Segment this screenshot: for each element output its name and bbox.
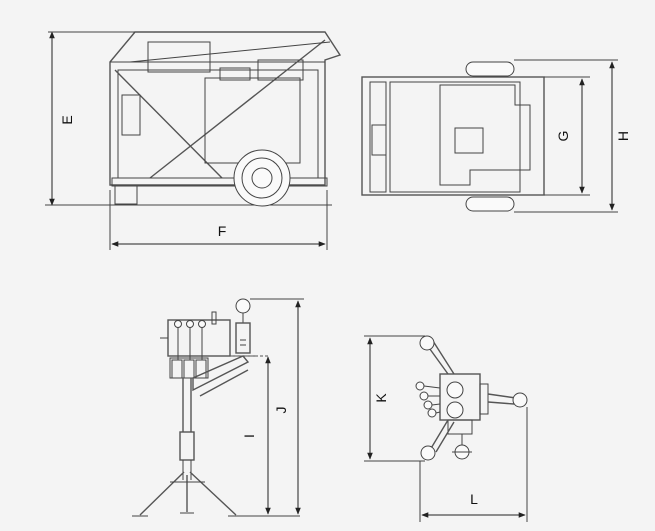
label-e: E (59, 115, 75, 124)
stand-side-view (132, 298, 270, 517)
dimension-i: I (241, 356, 300, 517)
dimension-k: K (364, 335, 425, 462)
top-view-unit (361, 61, 545, 212)
label-f: F (218, 223, 227, 239)
side-view-unit (45, 31, 342, 207)
label-h: H (615, 131, 631, 141)
label-l: L (470, 491, 478, 507)
dimension-j: J (250, 298, 304, 515)
dimension-l: L (419, 407, 528, 522)
stand-top-view (415, 335, 528, 461)
label-k: K (373, 393, 389, 403)
label-j: J (273, 407, 289, 414)
dimension-h: H (514, 59, 631, 213)
wheel-top-icon (465, 61, 515, 77)
wheel-bottom-icon (465, 196, 515, 212)
dimension-e: E (48, 31, 135, 206)
label-i: I (241, 434, 257, 438)
dimension-f: F (109, 190, 328, 250)
dimension-g: G (544, 76, 590, 196)
label-g: G (555, 131, 571, 142)
